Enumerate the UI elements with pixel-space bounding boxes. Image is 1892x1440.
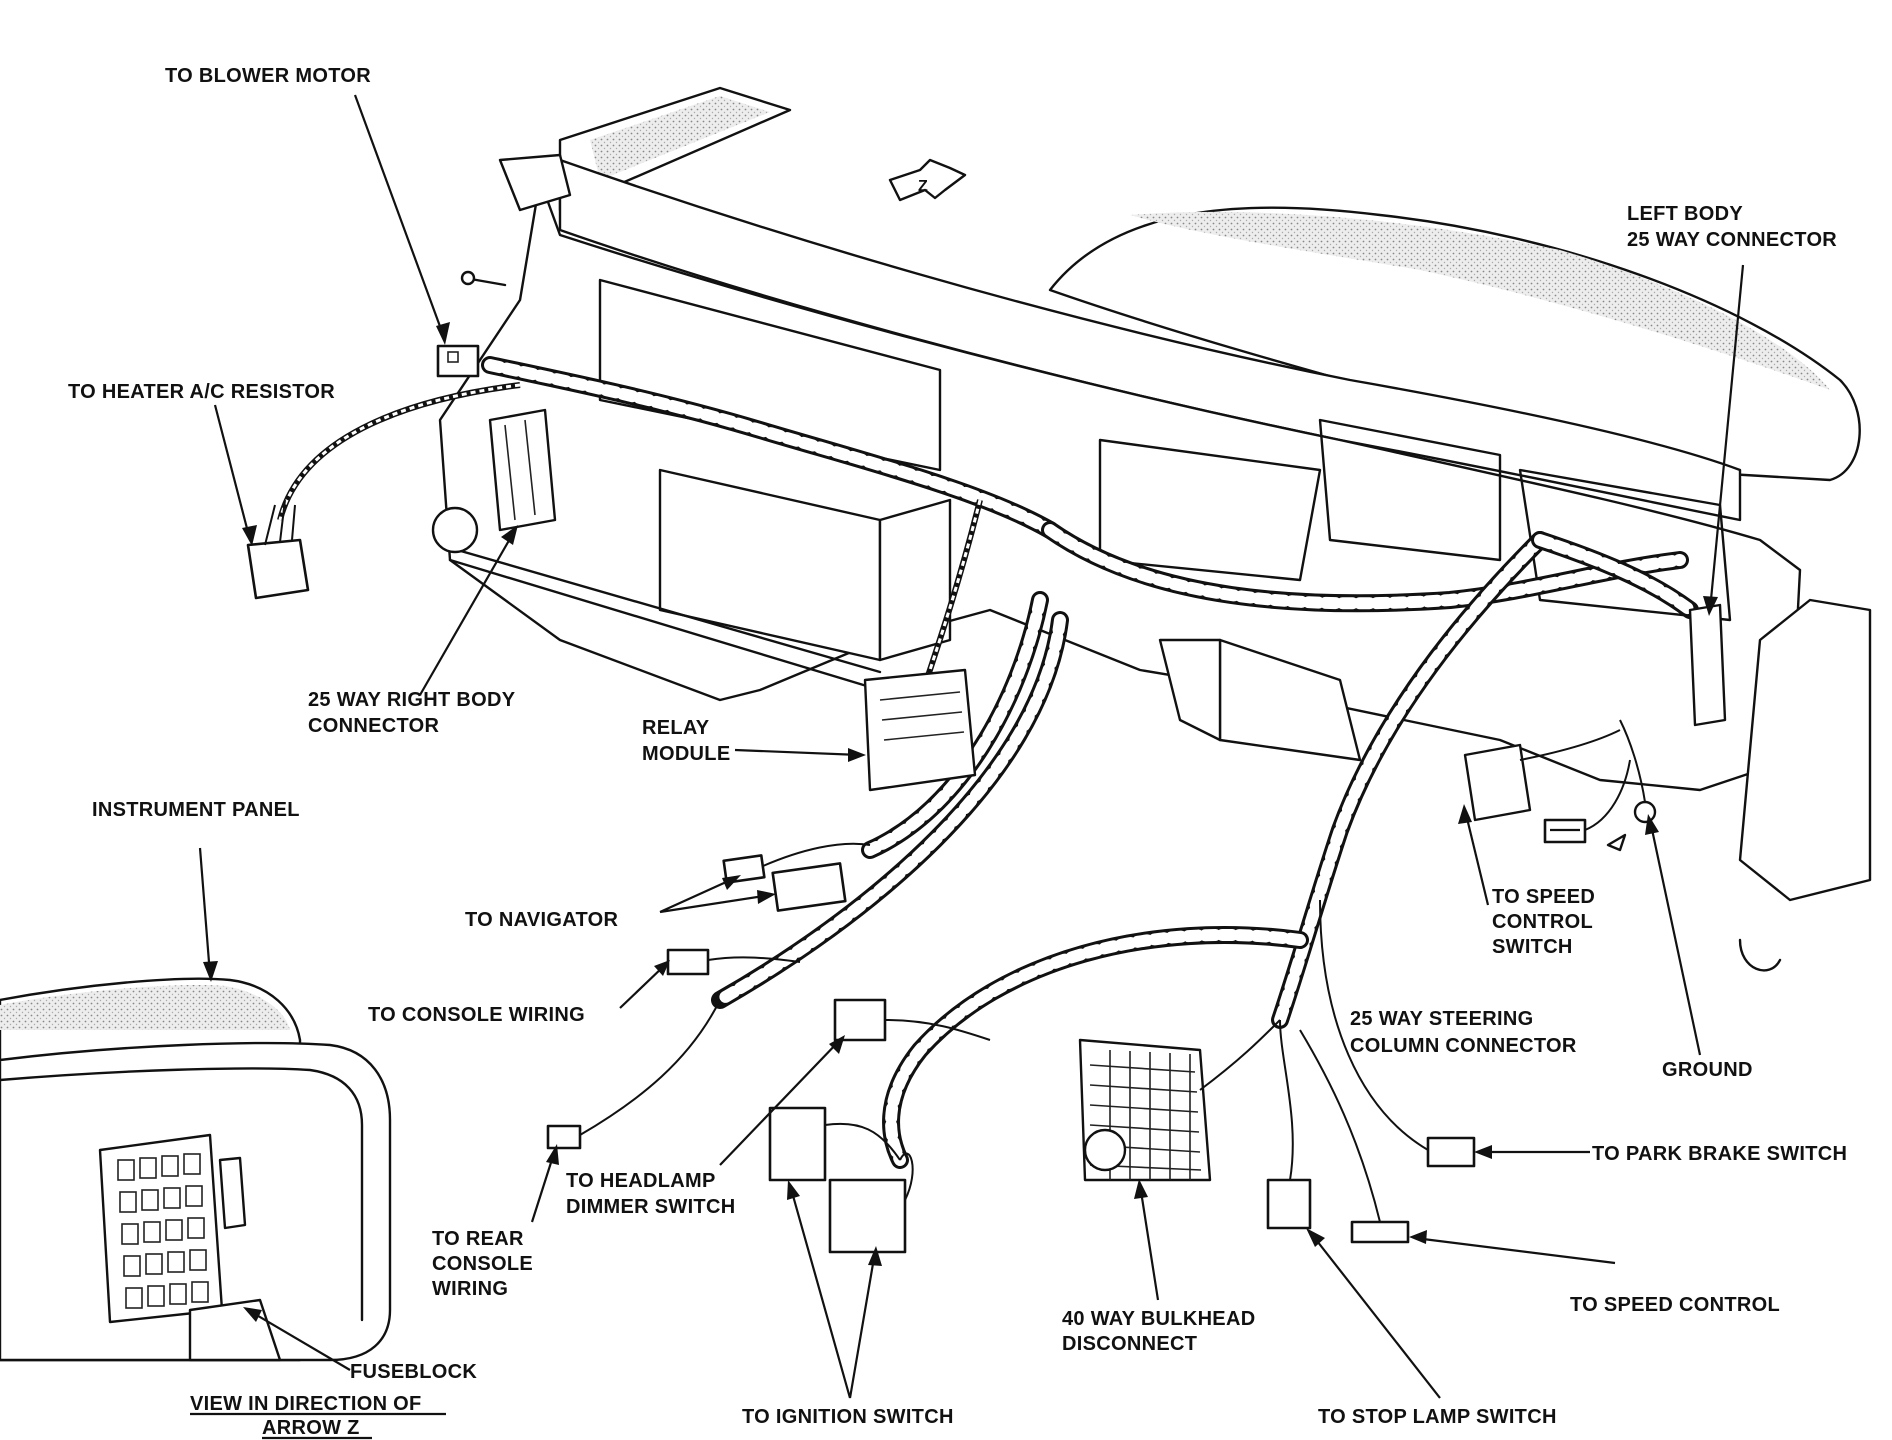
park-brake-connector: [1426, 1136, 1476, 1168]
label-bulkhead-1: 40 WAY BULKHEAD: [1062, 1308, 1255, 1330]
fuseblock-tab: [218, 1156, 247, 1230]
speed-control-connector: [1350, 1220, 1410, 1244]
dash-opening-2: [1098, 438, 1322, 582]
heater-resistor-connector: [246, 538, 310, 600]
label-left-body-1: LEFT BODY: [1627, 203, 1743, 225]
label-speed-control: TO SPEED CONTROL: [1570, 1294, 1780, 1316]
arrow-z: Z: [888, 158, 967, 202]
label-steering-column-2: COLUMN CONNECTOR: [1350, 1035, 1577, 1057]
right-body-connector: [488, 408, 557, 532]
label-view-2: ARROW Z: [262, 1417, 360, 1439]
label-ignition: TO IGNITION SWITCH: [742, 1406, 954, 1428]
navigator-connector-2: [771, 862, 847, 912]
label-console-wiring: TO CONSOLE WIRING: [368, 1004, 585, 1026]
dash-opening-1: [598, 278, 942, 472]
label-rear-console-1: TO REAR: [432, 1228, 524, 1250]
label-relay-2: MODULE: [642, 743, 730, 765]
label-speed-control-switch-1: TO SPEED: [1492, 886, 1595, 908]
stop-lamp-connector: [1266, 1178, 1312, 1230]
dash-right-cap: [1738, 598, 1872, 902]
bulkhead-grid: [1089, 1050, 1202, 1180]
label-navigator: TO NAVIGATOR: [465, 909, 618, 931]
relay-module: [863, 668, 977, 792]
fuse-cells: [117, 1153, 209, 1309]
label-fuseblock: FUSEBLOCK: [350, 1361, 477, 1383]
label-right-body-2: CONNECTOR: [308, 715, 439, 737]
ground-eyelet: [1633, 800, 1657, 824]
screw-head: [460, 270, 476, 286]
label-rear-console-3: WIRING: [432, 1278, 508, 1300]
navigator-connector-1: [722, 854, 766, 884]
right-bracket-2: [1158, 638, 1222, 742]
label-speed-control-switch-3: SWITCH: [1492, 936, 1573, 958]
label-headlamp-1: TO HEADLAMP: [566, 1170, 716, 1192]
ignition-connector-2: [828, 1178, 907, 1254]
right-hook: [1738, 938, 1782, 972]
left-mount: [431, 506, 479, 554]
label-left-body-2: 25 WAY CONNECTOR: [1627, 229, 1837, 251]
bottom-rail-2: [438, 543, 882, 674]
inset-view: [0, 977, 392, 1362]
label-speed-control-switch-2: CONTROL: [1492, 911, 1593, 933]
console-wiring-connector: [666, 948, 710, 976]
arrow-z-letter: Z: [918, 178, 928, 195]
bottom-rail: [448, 558, 882, 692]
label-headlamp-2: DIMMER SWITCH: [566, 1196, 735, 1218]
label-park-brake: TO PARK BRAKE SWITCH: [1592, 1143, 1847, 1165]
label-instrument-panel: INSTRUMENT PANEL: [92, 799, 300, 821]
label-relay-1: RELAY: [642, 717, 710, 739]
small-clip: [1606, 833, 1627, 852]
inset-bezel-inner: [0, 1067, 364, 1322]
headlamp-dimmer-connector: [833, 998, 887, 1042]
label-view-1: VIEW IN DIRECTION OF: [190, 1393, 422, 1415]
bulkhead-bolt: [1083, 1128, 1127, 1172]
dash-lower-box-side: [878, 498, 952, 662]
main-harness: [277, 356, 1699, 1169]
ignition-connector-1: [768, 1106, 827, 1182]
label-bulkhead-2: DISCONNECT: [1062, 1333, 1197, 1355]
label-steering-column-1: 25 WAY STEERING: [1350, 1008, 1533, 1030]
labels: TO BLOWER MOTOR TO HEATER A/C RESISTOR 2…: [68, 65, 1847, 1440]
rear-console-connector: [546, 1124, 582, 1150]
label-stop-lamp: TO STOP LAMP SWITCH: [1318, 1406, 1557, 1428]
steering-column-connector: [1463, 743, 1532, 822]
left-body-connector: [1688, 603, 1727, 727]
connectors: [246, 344, 1727, 1254]
dash-opening-3: [1318, 418, 1502, 562]
cowl-dome-shading: [1130, 211, 1830, 390]
dash-top-shading: [590, 96, 770, 180]
leader-lines: [198, 94, 1745, 1399]
inset-panel-shading: [0, 984, 290, 1030]
label-ground: GROUND: [1662, 1059, 1753, 1081]
label-right-body-1: 25 WAY RIGHT BODY: [308, 689, 516, 711]
label-rear-console-2: CONSOLE: [432, 1253, 533, 1275]
arrow-z-shape: [888, 158, 967, 202]
dash-left-cap: [498, 153, 572, 212]
label-heater-resistor: TO HEATER A/C RESISTOR: [68, 381, 335, 403]
label-blower-motor: TO BLOWER MOTOR: [165, 65, 371, 87]
